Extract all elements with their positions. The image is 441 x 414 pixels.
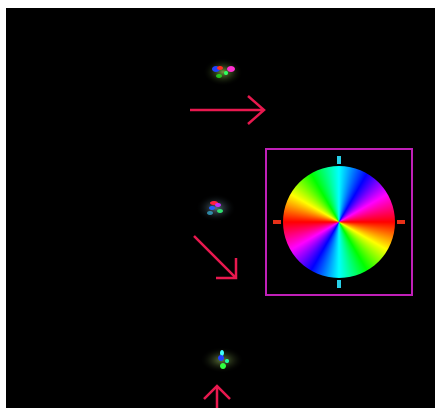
arrow-down-right-icon <box>193 235 238 280</box>
tick-bottom-icon <box>337 280 341 288</box>
bottom-dipole-spot <box>200 347 244 373</box>
top-dipole-spot <box>203 58 243 86</box>
tick-left-icon <box>273 220 281 224</box>
arrow-right-icon <box>190 95 266 125</box>
middle-dipole-spot <box>196 194 236 222</box>
microscopy-canvas <box>6 8 435 408</box>
tick-right-icon <box>397 220 405 224</box>
tick-top-icon <box>337 156 341 164</box>
color-wheel <box>283 166 395 278</box>
arrow-up-icon <box>203 384 231 408</box>
color-wheel-legend <box>265 148 413 296</box>
